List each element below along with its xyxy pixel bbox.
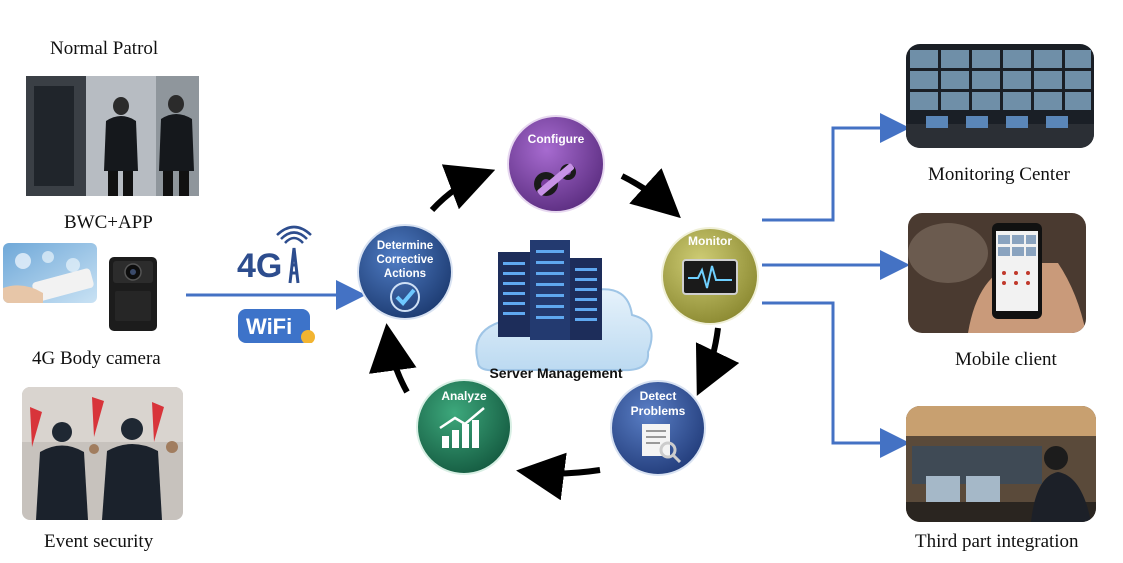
third-party-label: Third part integration [915, 531, 1079, 552]
determine-label-line1: Determine [377, 240, 433, 252]
server-management-label: Server Management [489, 365, 622, 381]
app-phone-photo [3, 243, 97, 303]
monitor-node: Monitor [661, 227, 759, 325]
document-magnifier-icon [642, 424, 682, 464]
event-security-label: Event security [44, 531, 154, 552]
configure-node: Configure [507, 115, 605, 213]
determine-label-line3: Actions [384, 268, 426, 280]
third-party-photo [906, 406, 1096, 522]
determine-label-line2: Corrective [377, 254, 434, 266]
bar-chart-icon [442, 420, 479, 448]
body-camera-label: 4G Body camera [32, 348, 161, 369]
detect-problems-node: Detect Problems [610, 380, 706, 476]
configure-label: Configure [528, 132, 585, 146]
wifi-text: WiFi [246, 314, 292, 339]
body-camera-device [107, 255, 159, 333]
monitoring-center-label: Monitoring Center [928, 164, 1070, 185]
normal-patrol-label: Normal Patrol [50, 38, 159, 59]
detect-label-line2: Problems [631, 404, 686, 418]
bwc-app-label: BWC+APP [64, 212, 153, 233]
cycle-arrow-1 [429, 164, 496, 213]
output-arrow-third-party [762, 301, 910, 458]
analyze-label: Analyze [441, 389, 487, 403]
analyze-node: Analyze [416, 379, 512, 475]
event-security-photo [22, 387, 183, 520]
wifi-icon: WiFi [238, 309, 316, 343]
cellular-4g-icon: 4G [237, 223, 319, 287]
monitor-label: Monitor [688, 234, 732, 248]
detect-label-line1: Detect [640, 389, 677, 403]
server-cloud: Server Management [475, 240, 653, 381]
output-arrow-monitoring [762, 113, 910, 222]
checkmark-icon [390, 282, 420, 312]
gear-pencil-icon [534, 163, 576, 196]
determine-actions-node: Determine Corrective Actions [357, 224, 453, 320]
cellular-4g-text: 4G [237, 247, 282, 285]
cycle-arrow-4 [516, 452, 601, 501]
cycle-arrow-3 [695, 327, 740, 396]
server-icon [498, 240, 602, 340]
cycle-arrow-2 [620, 168, 681, 219]
mobile-client-label: Mobile client [955, 349, 1057, 370]
normal-patrol-photo [26, 76, 199, 196]
monitoring-center-photo [906, 44, 1094, 148]
mobile-client-photo [908, 213, 1086, 333]
cycle-arrow-5 [368, 323, 417, 394]
